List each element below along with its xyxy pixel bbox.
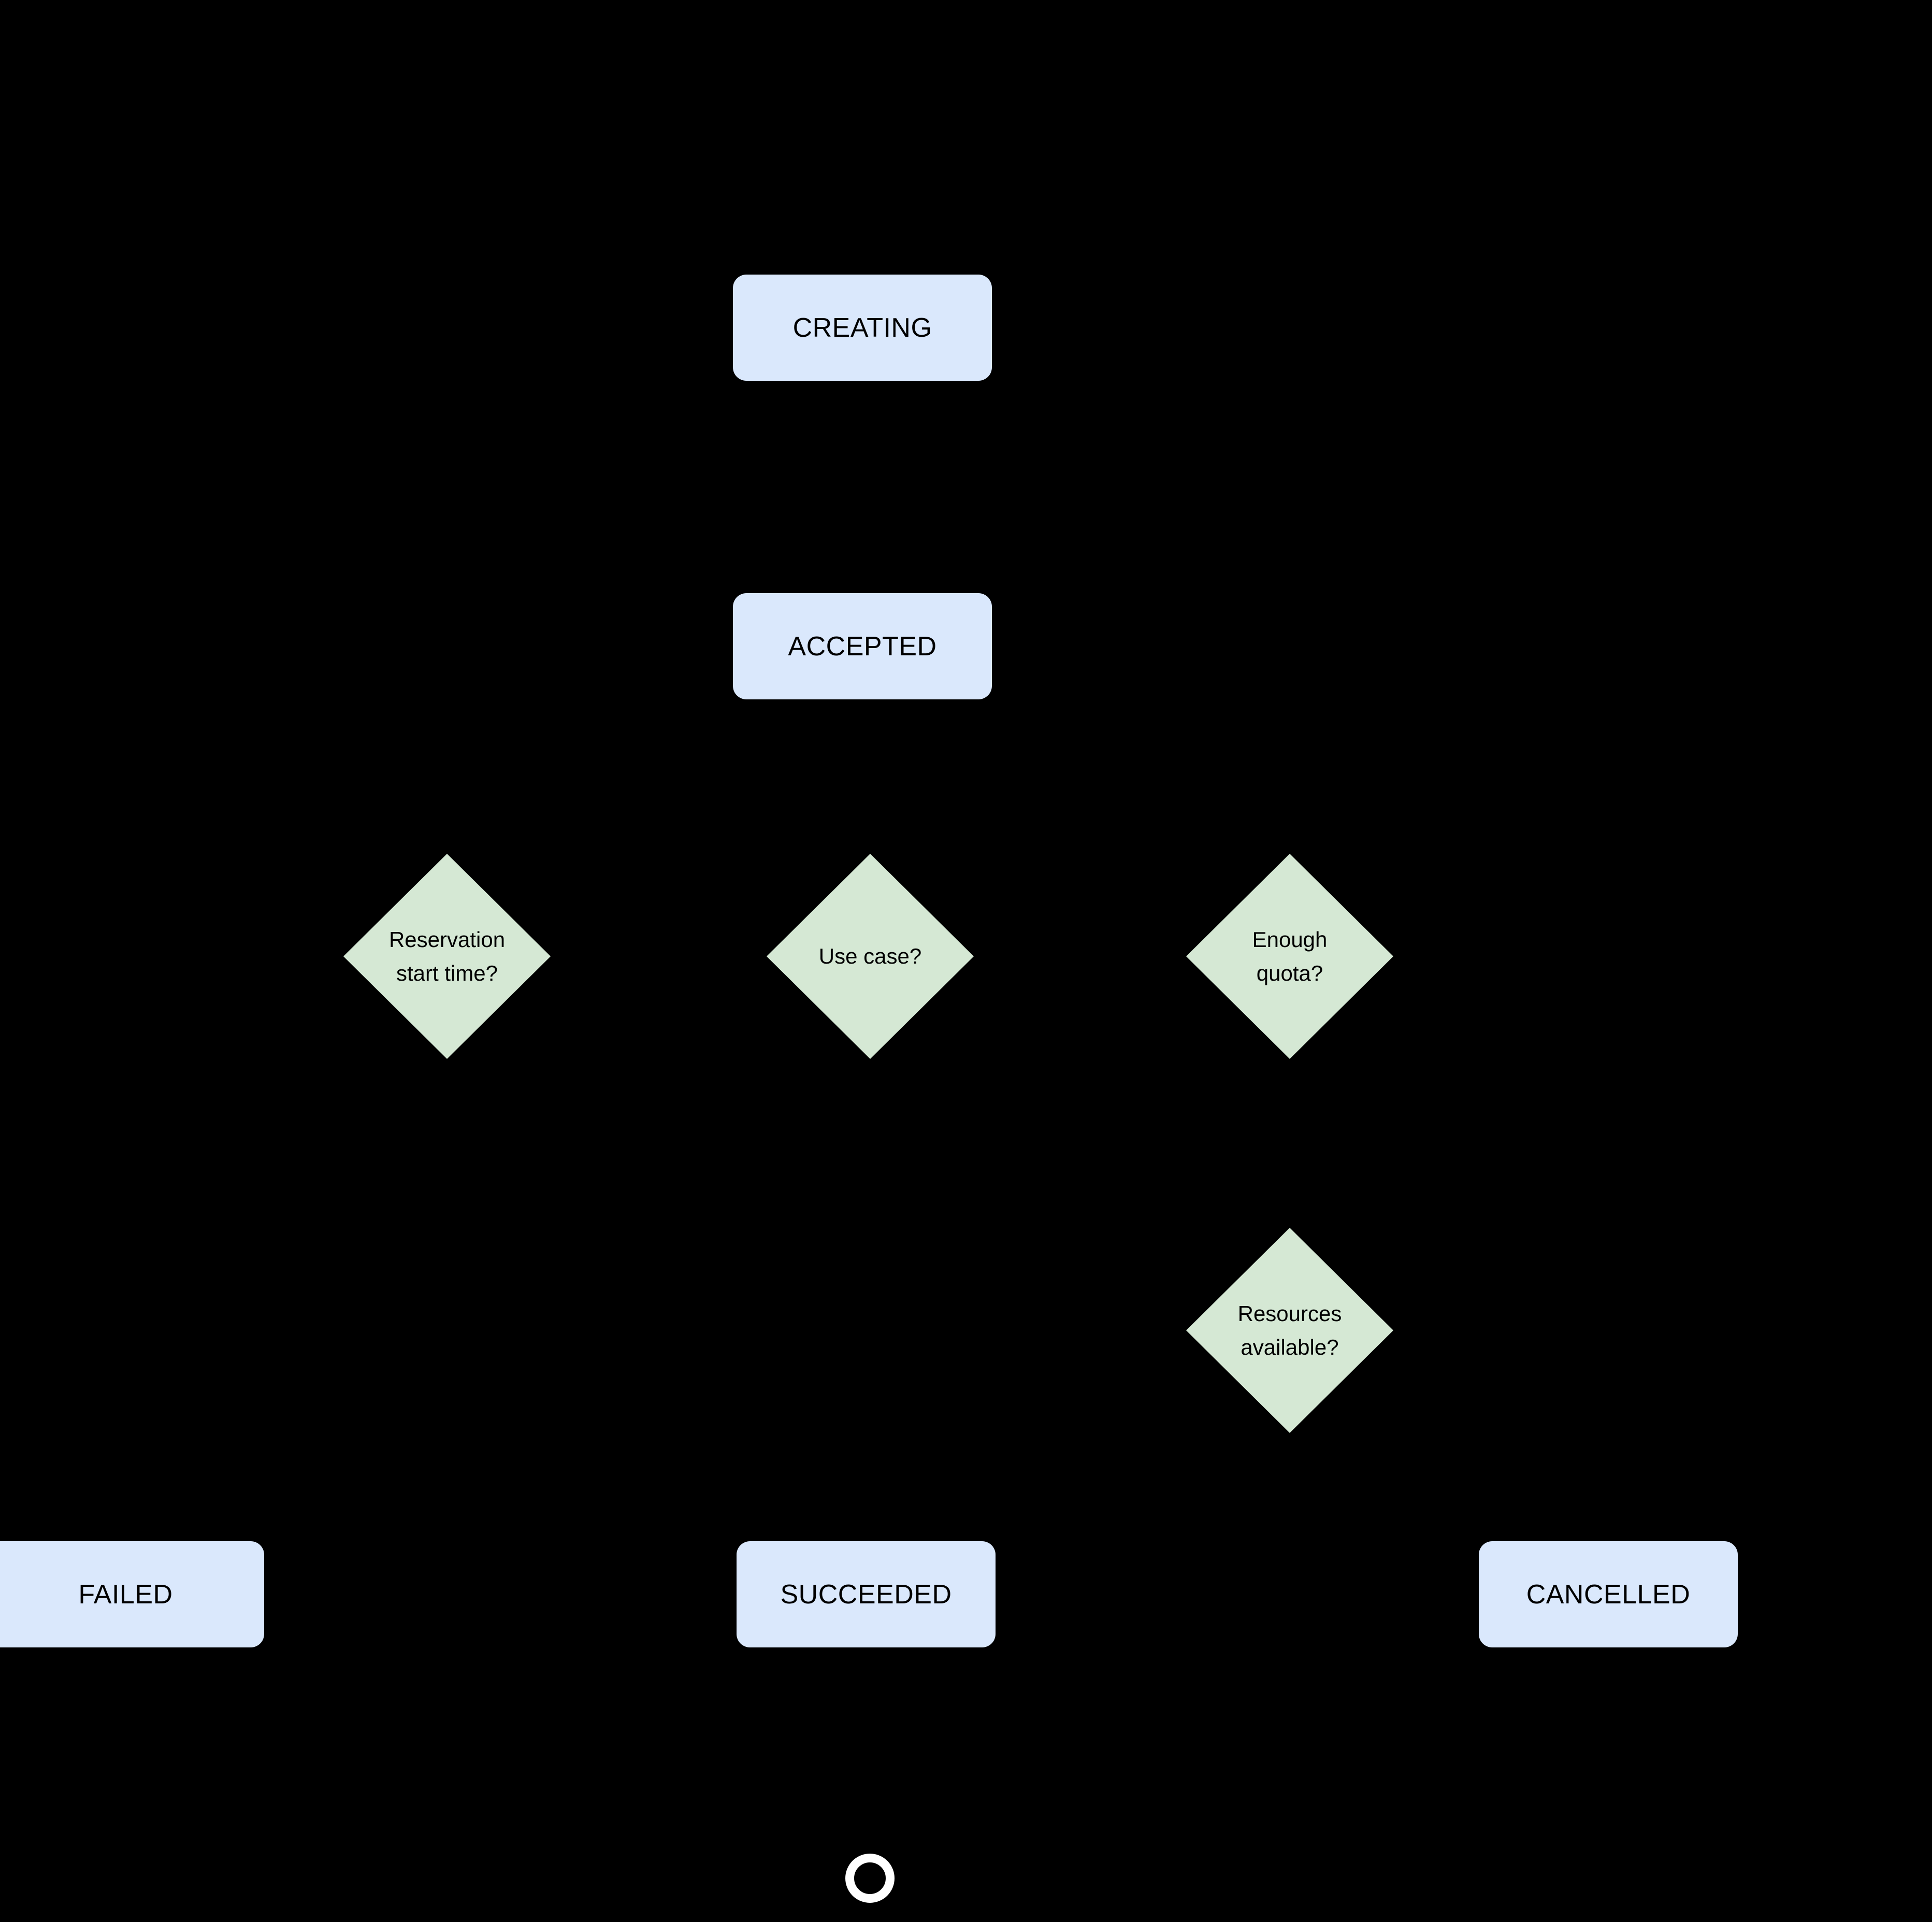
decision-node-enough-quota[interactable]: Enough quota? <box>1186 854 1393 1059</box>
edge-succeeded-to-terminal <box>861 1647 872 1854</box>
decision-node-resources-available[interactable]: Resources available? <box>1186 1228 1393 1433</box>
state-label-creating: CREATING <box>792 312 932 343</box>
state-node-creating[interactable]: CREATING <box>733 275 992 381</box>
state-node-cancelled[interactable]: CANCELLED <box>1479 1541 1738 1647</box>
diamond-shape-icon <box>1186 1228 1393 1433</box>
edge-resources-available-to-cancelled <box>1289 1431 1609 1543</box>
state-node-succeeded[interactable]: SUCCEEDED <box>737 1541 996 1647</box>
state-label-cancelled: CANCELLED <box>1526 1579 1691 1610</box>
decision-node-reservation-start-time[interactable]: Reservation start time? <box>343 854 551 1059</box>
edge-reservation-start-time-to-failed <box>109 1058 449 1542</box>
state-label-failed: FAILED <box>78 1579 173 1610</box>
decision-node-use-case[interactable]: Use case? <box>767 854 974 1059</box>
state-node-accepted[interactable]: ACCEPTED <box>733 593 992 699</box>
state-node-failed[interactable]: FAILED <box>0 1541 264 1647</box>
diamond-shape-icon <box>343 854 551 1059</box>
state-label-succeeded: SUCCEEDED <box>780 1579 952 1610</box>
end-terminal-circle-icon <box>845 1854 895 1903</box>
diamond-shape-icon <box>1186 854 1393 1059</box>
diamond-shape-icon <box>767 854 974 1059</box>
state-label-accepted: ACCEPTED <box>788 631 937 662</box>
